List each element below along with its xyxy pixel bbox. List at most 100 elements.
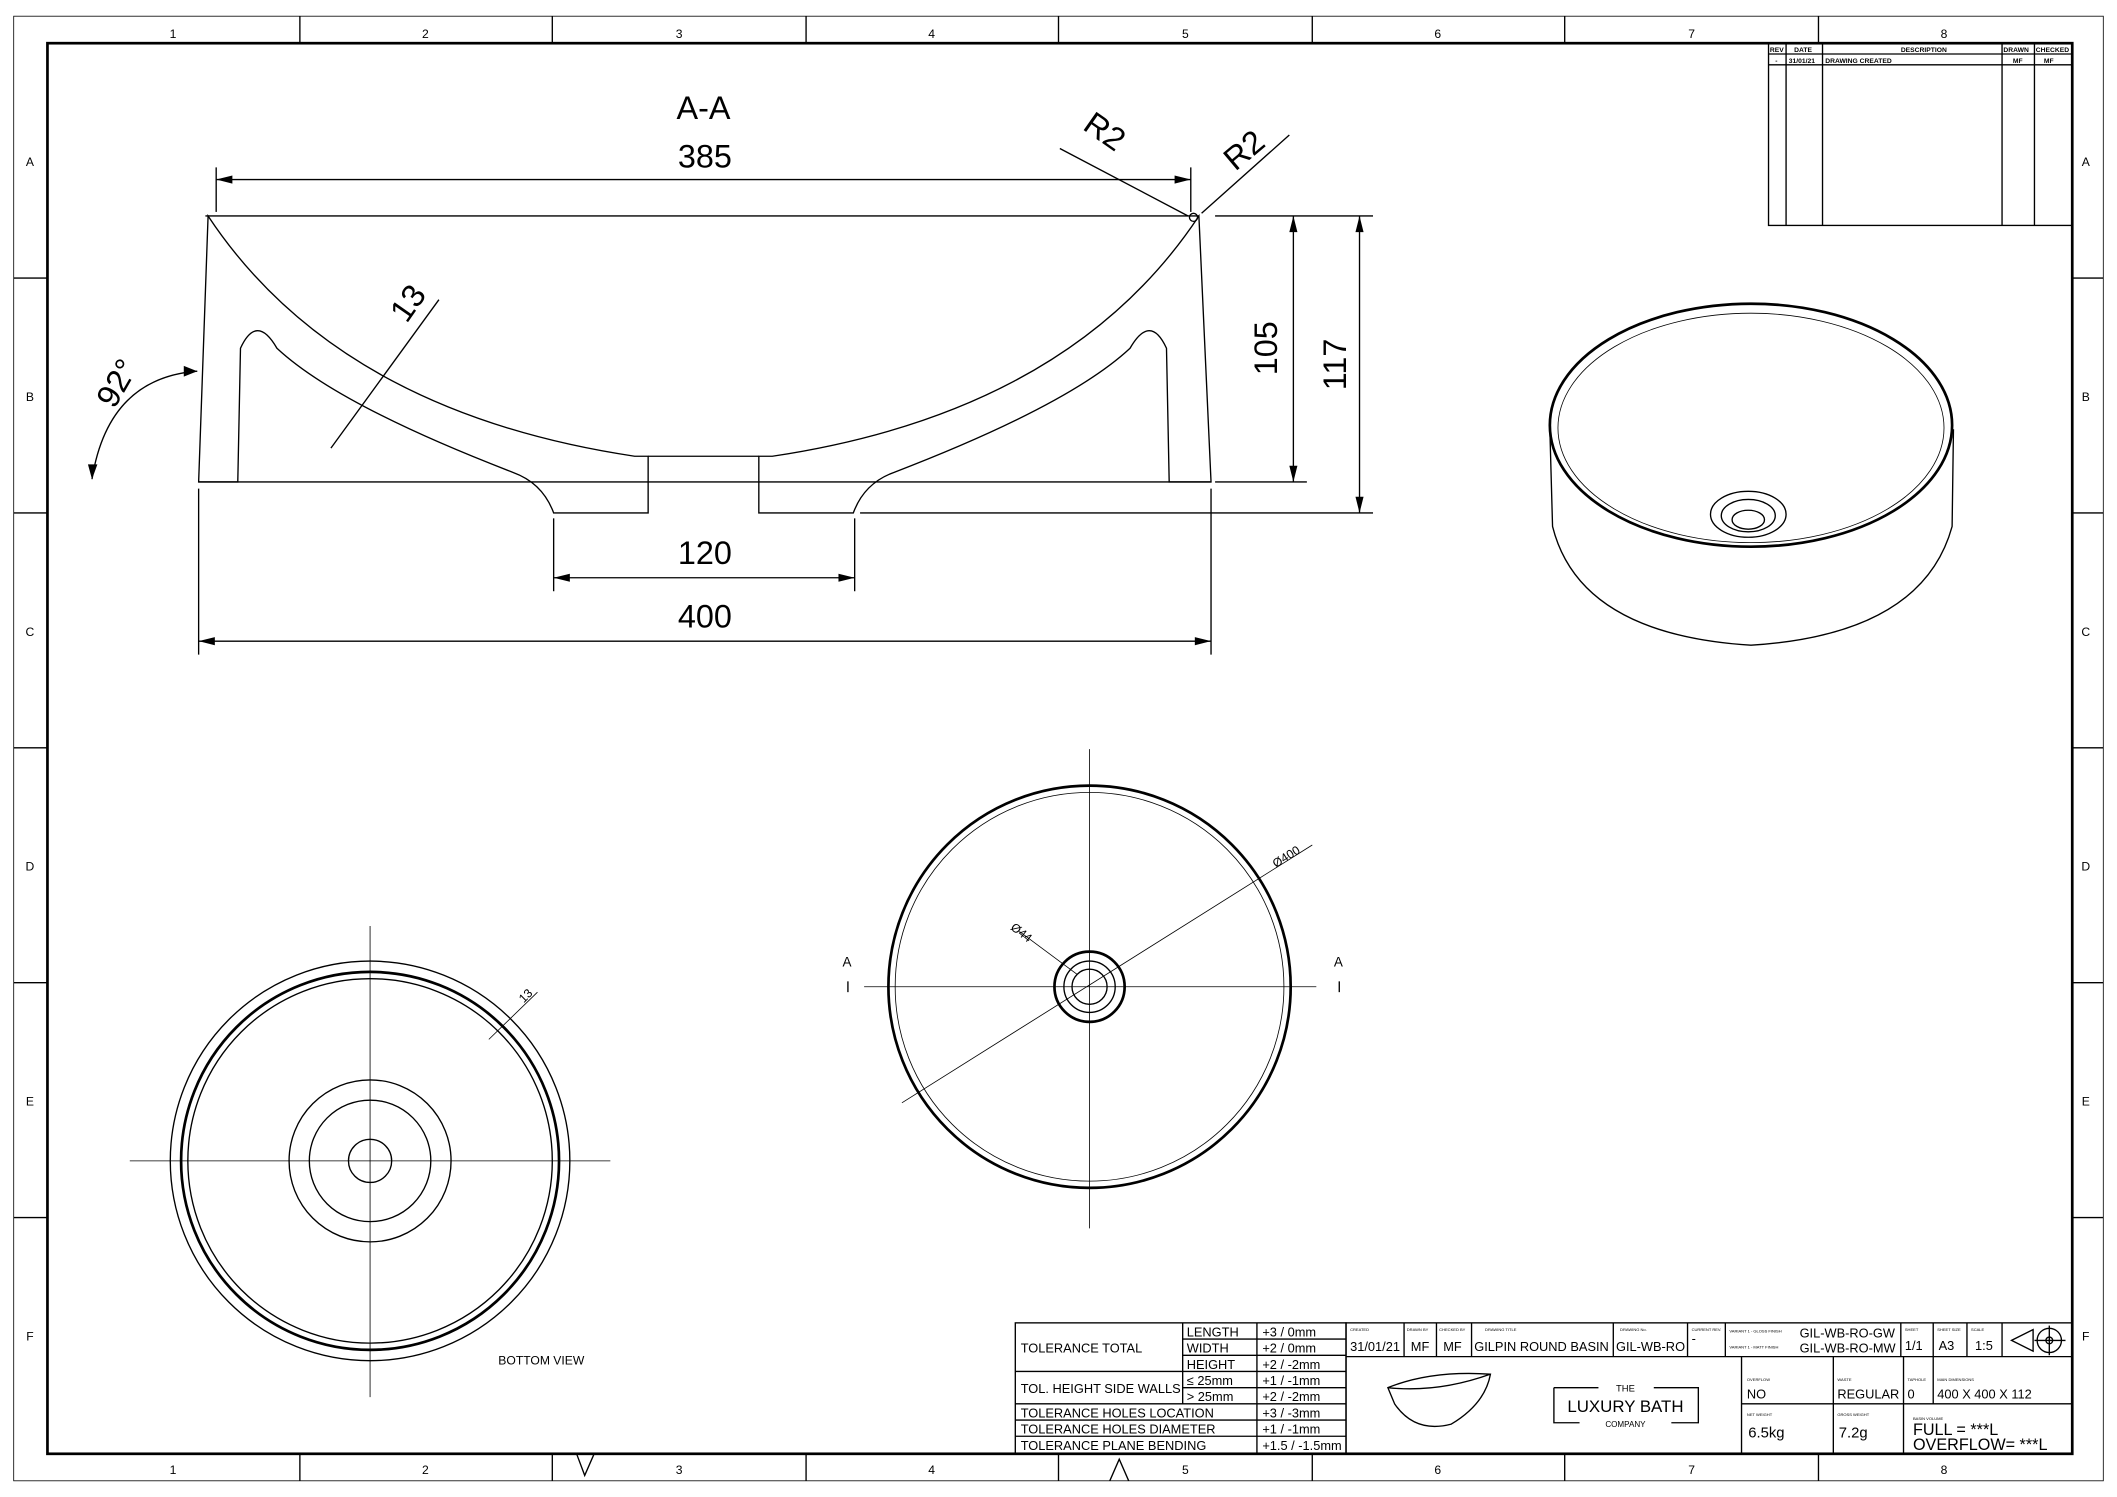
overflow-value: NO — [1747, 1386, 1766, 1401]
holes-diameter-label: TOLERANCE HOLES DIAMETER — [1021, 1422, 1216, 1437]
current-rev-label: CURRENT REV. — [1692, 1327, 1722, 1332]
bottom-view-label: BOTTOM VIEW — [498, 1354, 585, 1368]
column-label: 5 — [1182, 1463, 1189, 1477]
row-label: C — [2081, 625, 2090, 639]
row-label: B — [26, 390, 34, 404]
logo-company: COMPANY — [1605, 1420, 1646, 1429]
drawn-value: MF — [2013, 58, 2023, 65]
basin-volume-label: BASIN VOLUME — [1913, 1416, 1944, 1421]
waste-value: REGULAR — [1837, 1386, 1899, 1401]
taphole-value: 0 — [1908, 1386, 1915, 1401]
column-label: 7 — [1688, 1463, 1695, 1477]
section-hatch-right — [758, 213, 1212, 514]
created-date: 31/01/21 — [1350, 1339, 1400, 1354]
checked-by-label: CHECKED BY — [1439, 1327, 1466, 1332]
row-label: E — [2082, 1095, 2090, 1109]
checked-header: CHECKED — [2036, 47, 2069, 54]
column-label: 3 — [676, 1463, 683, 1477]
dim-wall-thickness: 13 — [383, 278, 433, 328]
column-label: 1 — [170, 1463, 177, 1477]
sheet-size-label: SHEET SIZE — [1937, 1327, 1961, 1332]
sheet-size: A3 — [1939, 1338, 1955, 1353]
dim-drain-diameter: Ø44 — [1008, 920, 1035, 945]
drawing-number-label: DRAWING No. — [1620, 1327, 1647, 1332]
row-label: D — [26, 860, 35, 874]
drawn-by: MF — [1411, 1339, 1430, 1354]
basin-sketch-icon — [1386, 1372, 1492, 1428]
drawn-header: DRAWN — [2003, 47, 2029, 54]
company-logo: THE LUXURY BATH COMPANY — [1553, 1384, 1700, 1429]
main-dimensions-value: 400 X 400 X 112 — [1937, 1386, 2032, 1401]
description-header: DESCRIPTION — [1901, 47, 1947, 54]
gloss-variant-code: GIL-WB-RO-GW — [1800, 1326, 1896, 1341]
column-label: 2 — [422, 27, 429, 41]
column-label: 6 — [1434, 27, 1441, 41]
drawn-by-label: DRAWN BY — [1407, 1327, 1429, 1332]
width-value: +2 / 0mm — [1262, 1341, 1316, 1356]
le25-value: +1 / -1mm — [1262, 1373, 1320, 1388]
dim-outer-diameter: Ø400 — [1270, 843, 1303, 871]
date-header: DATE — [1794, 47, 1812, 54]
section-view-a-a: A-A 385 R2 R2 13 92° 105 117 120 400 — [87, 90, 1374, 655]
column-label: 2 — [422, 1463, 429, 1477]
bottom-view: 13 BOTTOM VIEW — [129, 926, 611, 1398]
overflow-volume: OVERFLOW= ***L — [1913, 1436, 2048, 1454]
main-dimensions-label: MAIN DIMENSIONS — [1937, 1377, 1974, 1382]
revision-table: REV DATE DESCRIPTION DRAWN CHECKED - 31/… — [1767, 42, 2073, 227]
title-block: CREATED DRAWN BY CHECKED BY DRAWING TITL… — [1345, 1322, 2073, 1455]
drawing-title: GILPIN ROUND BASIN — [1474, 1339, 1609, 1354]
plane-bending-value: +1.5 / -1.5mm — [1262, 1438, 1341, 1453]
center-mark-icon — [575, 1453, 595, 1478]
column-label: 4 — [928, 27, 935, 41]
holes-location-label: TOLERANCE HOLES LOCATION — [1021, 1405, 1214, 1420]
section-title: A-A — [676, 90, 730, 126]
checked-value: MF — [2044, 58, 2054, 65]
holes-diameter-value: +1 / -1mm — [1262, 1422, 1320, 1437]
drawing-frame: 1 2 3 4 5 6 7 8 1 2 3 4 5 6 7 8 A B C D … — [13, 15, 2104, 1482]
isometric-view — [1548, 302, 1955, 646]
dim-total-height: 117 — [1317, 339, 1353, 391]
row-label: C — [26, 625, 35, 639]
dim-bottom-wall: 13 — [516, 986, 536, 1006]
length-label: LENGTH — [1187, 1324, 1239, 1339]
plane-bending-label: TOLERANCE PLANE BENDING — [1021, 1438, 1207, 1453]
dim-drain-width: 120 — [678, 535, 732, 571]
column-label: 6 — [1434, 1463, 1441, 1477]
column-label: 5 — [1182, 27, 1189, 41]
logo-main: LUXURY BATH — [1567, 1397, 1683, 1416]
length-value: +3 / 0mm — [1262, 1324, 1316, 1339]
tolerance-table: TOLERANCE TOTAL LENGTH +3 / 0mm WIDTH +2… — [1014, 1322, 1347, 1455]
rev-value: - — [1775, 58, 1777, 65]
gloss-variant-label: VARIANT 1 - GLOSS FINISH — [1729, 1328, 1781, 1333]
column-label: 4 — [928, 1463, 935, 1477]
scale-label: SCALE — [1971, 1327, 1985, 1332]
center-mark-icon — [1109, 1457, 1130, 1482]
height-value: +2 / -2mm — [1262, 1357, 1320, 1372]
created-label: CREATED — [1350, 1327, 1369, 1332]
dim-radius-2: R2 — [1217, 123, 1272, 177]
dim-inner-height: 105 — [1248, 321, 1284, 375]
drawing-number: GIL-WB-RO — [1616, 1339, 1685, 1354]
gross-weight-value: 7.2g — [1839, 1426, 1868, 1442]
net-weight-label: NET WEIGHT — [1747, 1412, 1773, 1417]
row-label: E — [26, 1095, 34, 1109]
sheet-number: 1/1 — [1905, 1338, 1923, 1353]
date-value: 31/01/21 — [1789, 58, 1815, 65]
taphole-label: TAPHOLE — [1908, 1377, 1927, 1382]
net-weight-value: 6.5kg — [1748, 1426, 1784, 1442]
section-marker-left: A — [843, 955, 852, 970]
logo-the: THE — [1616, 1384, 1635, 1395]
current-rev: - — [1692, 1331, 1696, 1346]
checked-by: MF — [1443, 1339, 1462, 1354]
width-label: WIDTH — [1187, 1341, 1229, 1356]
height-label: HEIGHT — [1187, 1357, 1236, 1372]
column-label: 3 — [676, 27, 683, 41]
column-label: 7 — [1688, 27, 1695, 41]
side-walls-label: TOL. HEIGHT SIDE WALLS — [1021, 1381, 1181, 1396]
row-label: B — [2082, 390, 2090, 404]
third-angle-projection-icon — [2009, 1325, 2066, 1356]
dim-wall-angle: 92° — [89, 353, 145, 413]
section-marker-right: A — [1334, 955, 1343, 970]
section-hatch-left — [197, 213, 649, 514]
